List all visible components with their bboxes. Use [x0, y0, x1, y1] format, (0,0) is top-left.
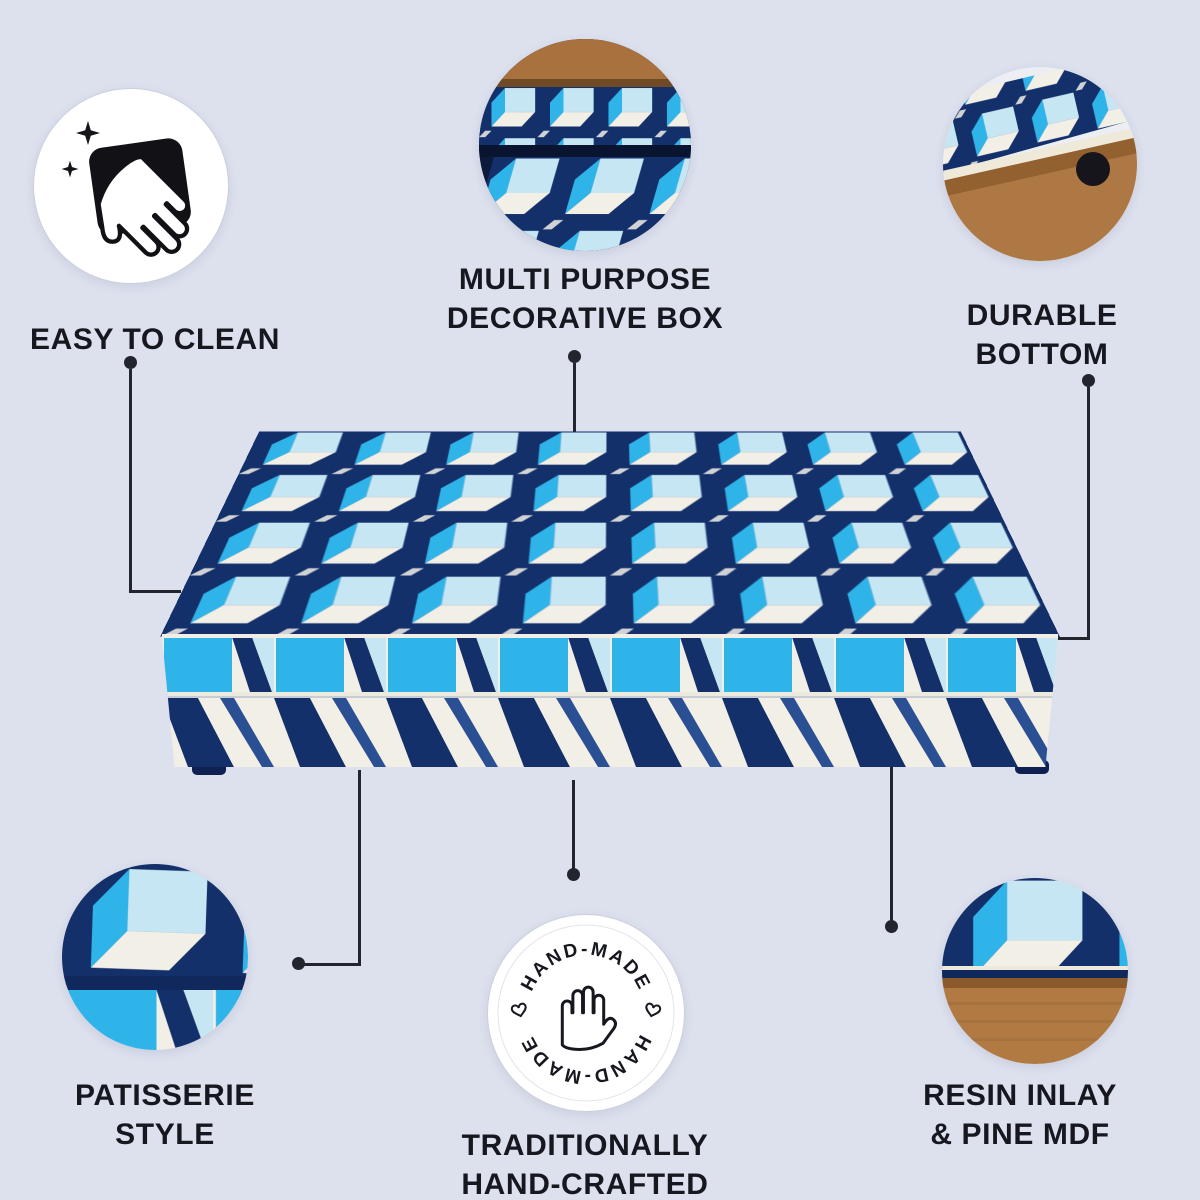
box-front-face: [162, 637, 1058, 767]
label-text: DURABLE: [966, 299, 1118, 332]
connector-dot: [885, 920, 898, 933]
multi-purpose-photo-circle: [479, 39, 691, 251]
resin-inlay-label: RESIN INLAY & PINE MDF: [888, 1076, 1152, 1154]
durable-bottom-label: DURABLE BOTTOM: [922, 296, 1162, 374]
sparkle-icon: [61, 160, 79, 178]
label-text: PATISSERIE: [75, 1079, 255, 1112]
easy-to-clean-label: EASY TO CLEAN: [15, 320, 295, 359]
decorative-box-product: [140, 415, 1080, 787]
open-box-photo: [479, 39, 691, 251]
connector-dot: [567, 868, 580, 881]
label-text: & PINE MDF: [930, 1118, 1110, 1151]
label-text: TRADITIONALLY: [461, 1129, 709, 1162]
connector-line: [573, 363, 576, 445]
connector-dot: [292, 957, 305, 970]
connector-line: [1058, 637, 1089, 640]
label-text: DECORATIVE BOX: [446, 302, 724, 335]
patisserie-label: PATISSERIE STYLE: [40, 1076, 290, 1154]
label-text: MULTI PURPOSE: [458, 263, 712, 296]
connector-line: [129, 369, 132, 593]
easy-to-clean-circle: [33, 88, 229, 284]
patisserie-photo-circle: [62, 864, 248, 1050]
durable-bottom-photo-circle: [943, 67, 1137, 261]
label-text: BOTTOM: [975, 338, 1109, 371]
inlay-wood-closeup-photo: [942, 878, 1128, 1064]
connector-dot: [568, 350, 581, 363]
box-bottom-photo: [943, 67, 1137, 261]
box-top-face: [160, 251, 1060, 637]
connector-line: [304, 963, 360, 966]
box-lid-edge: [162, 634, 1058, 638]
connector-dot: [1082, 374, 1095, 387]
sparkle-icon: [76, 121, 100, 145]
label-text: RESIN INLAY: [923, 1079, 1117, 1112]
label-text: STYLE: [115, 1118, 215, 1151]
box-foot-photo: [1076, 152, 1110, 186]
hand-made-badge: HAND-MADE HAND-MADE: [497, 924, 675, 1102]
hand-made-badge-circle: HAND-MADE HAND-MADE: [487, 914, 685, 1112]
hand-wiping-cloth-icon: [61, 121, 228, 283]
connector-line: [572, 780, 575, 874]
multi-purpose-label: MULTI PURPOSE DECORATIVE BOX: [395, 260, 775, 338]
pattern-closeup-photo: [62, 864, 248, 1050]
label-text: EASY TO CLEAN: [29, 323, 281, 356]
connector-line: [890, 766, 893, 926]
hand-crafted-label: TRADITIONALLY HAND-CRAFTED: [400, 1126, 770, 1200]
connector-dot: [124, 356, 137, 369]
connector-line: [129, 590, 181, 593]
connector-line: [1087, 387, 1090, 640]
resin-inlay-photo-circle: [942, 878, 1128, 1064]
label-text: HAND-CRAFTED: [461, 1168, 709, 1200]
connector-line: [358, 770, 361, 966]
